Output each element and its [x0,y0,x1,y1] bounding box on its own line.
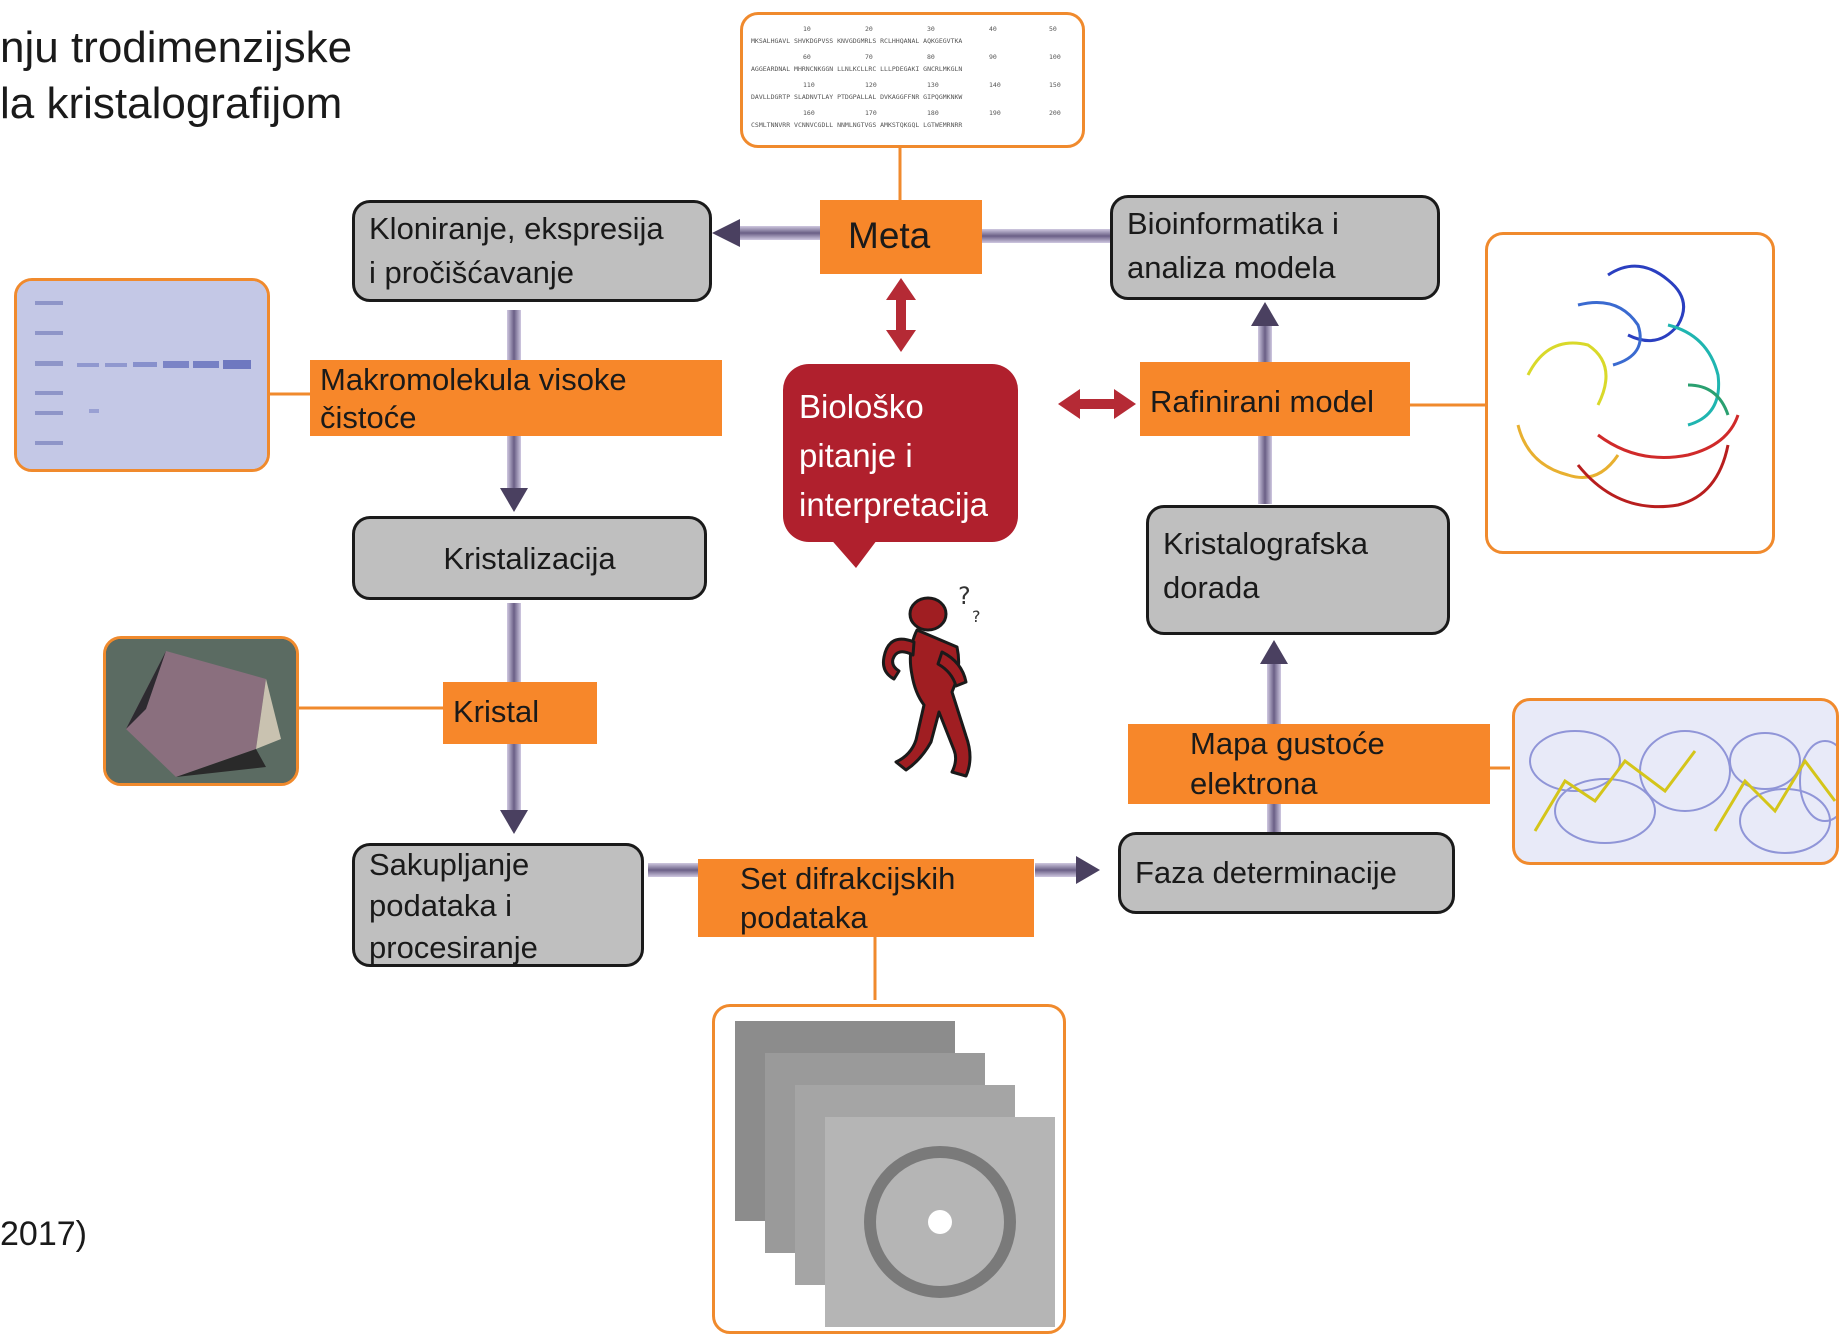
bubble-line-2: pitanje i [799,437,913,474]
label-set-difrakcijskih: Set difrakcijskih podataka [698,859,1034,937]
label-kristal: Kristal [443,682,597,744]
seq-num-80: 80 [927,53,935,61]
box-sakupljanje-line-1: Sakupljanje [369,847,530,882]
seq-row-3: DAVLLDGRTP SLADNVTLAY PTDGPALLAL DVKAGGF… [751,93,962,101]
double-arrow-meta-bubble [886,278,916,352]
protein-ribbon [1516,264,1740,509]
box-bioinformatika-line-1: Bioinformatika i [1127,206,1339,241]
biological-question-bubble: Biološko pitanje i interpretacija [783,364,1018,542]
title-line-1: nju trodimenzijske [0,23,353,72]
box-kloniranje-line-1: Kloniranje, ekspresija [369,211,664,246]
crystal-photo [103,636,299,786]
label-mapa-gustoce: Mapa gustoće elektrona [1128,724,1490,804]
seq-num-90: 90 [989,53,997,61]
label-mapa-line-2: elektrona [1190,766,1318,801]
seq-num-140: 140 [989,81,1001,89]
seq-num-30: 30 [927,25,935,33]
double-arrow-bubble-model [1058,389,1136,419]
crystal-shape [106,639,296,783]
question-mark-glyph-small: ? [972,607,981,626]
electron-density-map-image [1512,698,1839,865]
seq-num-190: 190 [989,109,1001,117]
seq-num-160: 160 [803,109,815,117]
label-makromolekula-line-2: čistoće [320,400,417,435]
seq-num-20: 20 [865,25,873,33]
arrow-bioinformatika-to-meta [980,229,1110,243]
question-mark-glyph: ? [958,582,971,610]
sequence-text-art: 10 20 30 40 50 MKSALHGAVL SHVKDGPVSS KNV… [751,25,1061,129]
arrow-sakupljanje-to-faza [648,856,1100,884]
box-kloniranje-line-2: i pročišćavanje [369,255,575,290]
seq-num-150: 150 [1049,81,1061,89]
gel-bands [17,281,267,469]
diffraction-stack [735,1021,1055,1327]
seq-num-60: 60 [803,53,811,61]
box-faza: Faza determinacije [1118,832,1455,914]
seq-row-1: MKSALHGAVL SHVKDGPVSS KNVGDGMRLS RCLHHQA… [751,37,962,45]
label-set-line-2: podataka [740,900,868,935]
footnote: 2017) [0,1215,87,1253]
box-sakupljanje-line-2: podataka i [369,888,513,923]
seq-num-50: 50 [1049,25,1057,33]
box-sakupljanje-line-3: procesiranje [369,930,538,965]
seq-num-180: 180 [927,109,939,117]
seq-num-170: 170 [865,109,877,117]
label-set-line-1: Set difrakcijskih [740,861,956,896]
label-meta: Meta [820,200,982,274]
seq-num-70: 70 [865,53,873,61]
bubble-line-1: Biološko [799,388,924,425]
seq-num-100: 100 [1049,53,1061,61]
seq-num-120: 120 [865,81,877,89]
box-dorada-line-1: Kristalografska [1163,526,1369,561]
diffraction-pattern-image [712,1004,1066,1334]
slide-title: nju trodimenzijske la kristalografijom [0,20,352,132]
gel-electrophoresis-image [14,278,270,472]
protein-model-image [1485,232,1775,554]
seq-num-200: 200 [1049,109,1061,117]
label-makromolekula: Makromolekula visoke čistoće [310,360,722,436]
label-makromolekula-line-1: Makromolekula visoke [320,362,627,397]
box-dorada-line-2: dorada [1163,570,1260,605]
box-bioinformatika: Bioinformatika i analiza modela [1110,195,1440,300]
seq-row-2: AGGEARDNAL MHRNCNKGGN LLNLKCLLRC LLLPDEG… [751,65,962,73]
thinking-figure-icon: ? ? [882,582,981,778]
sequence-image: 10 20 30 40 50 MKSALHGAVL SHVKDGPVSS KNV… [740,12,1085,148]
density-mesh [1529,730,1836,854]
seq-num-110: 110 [803,81,815,89]
arrow-meta-to-kloniranje [712,219,820,247]
box-dorada: Kristalografska dorada [1146,505,1450,635]
label-mapa-line-1: Mapa gustoće [1190,726,1385,761]
box-bioinformatika-line-2: analiza modela [1127,250,1336,285]
title-line-2: la kristalografijom [0,79,343,128]
seq-num-10: 10 [803,25,811,33]
label-rafinirani-model: Rafinirani model [1140,362,1410,436]
box-kristalizacija: Kristalizacija [352,516,707,600]
box-kloniranje: Kloniranje, ekspresija i pročišćavanje [352,200,712,302]
seq-num-40: 40 [989,25,997,33]
seq-row-4: CSMLTNNVRR VCNNVCGDLL NNMLNGTVGS AMKSTQK… [751,121,962,129]
bubble-line-3: interpretacija [799,486,988,523]
seq-num-130: 130 [927,81,939,89]
image-connector-lines [268,148,1510,1000]
box-sakupljanje: Sakupljanje podataka i procesiranje [352,843,644,967]
